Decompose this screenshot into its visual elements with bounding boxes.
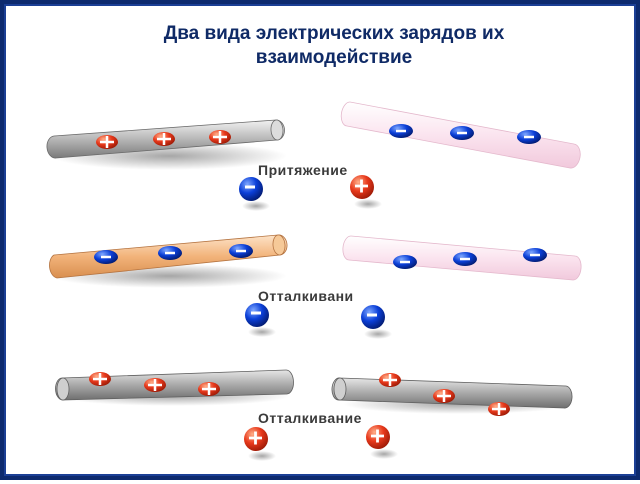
positive-charge xyxy=(198,382,220,396)
ball-positive xyxy=(244,427,276,461)
negative-charge xyxy=(94,250,118,264)
negative-charge xyxy=(158,246,182,260)
ball-negative xyxy=(239,177,270,211)
ball-positive xyxy=(350,175,382,209)
negative-charge xyxy=(523,248,547,262)
negative-charge xyxy=(393,255,417,269)
negative-charge xyxy=(453,252,477,266)
negative-charge xyxy=(389,124,413,138)
ball-negative xyxy=(245,303,276,337)
illustration xyxy=(46,101,582,461)
ball-negative xyxy=(361,305,392,339)
negative-charge xyxy=(229,244,253,258)
positive-charge xyxy=(96,135,118,149)
repulsion-label-negative: Отталкивани xyxy=(258,288,354,304)
positive-charge xyxy=(488,402,510,416)
positive-charge xyxy=(89,372,111,386)
attraction-label: Притяжение xyxy=(258,162,348,178)
repulsion-label-positive: Отталкивание xyxy=(258,410,362,426)
positive-charge xyxy=(144,378,166,392)
positive-charge xyxy=(209,130,231,144)
positive-charge xyxy=(433,389,455,403)
amber-rod xyxy=(49,234,288,288)
ball-positive xyxy=(366,425,398,459)
metal-rod xyxy=(55,369,294,406)
slide-title: Два вида электрических зарядов их взаимо… xyxy=(163,23,505,68)
positive-charge xyxy=(153,132,175,146)
positive-charge xyxy=(379,373,401,387)
negative-charge xyxy=(517,130,541,144)
negative-charge xyxy=(450,126,474,140)
